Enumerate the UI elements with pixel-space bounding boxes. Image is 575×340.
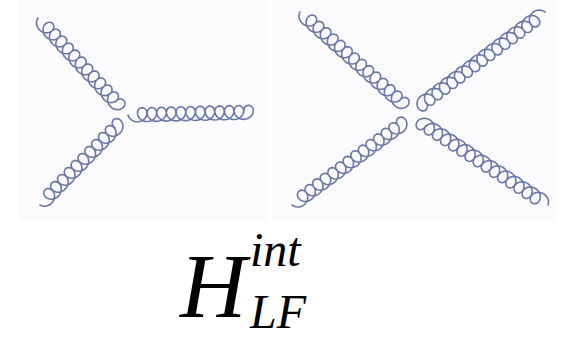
gluon-line bbox=[417, 10, 545, 111]
gluon-line bbox=[40, 119, 123, 207]
superscript: int bbox=[250, 226, 301, 274]
gluon-line bbox=[128, 105, 253, 122]
gluon-line bbox=[416, 118, 548, 205]
panel-ground bbox=[18, 0, 268, 222]
panel-ground bbox=[272, 0, 557, 222]
subscript: LF bbox=[250, 288, 306, 336]
hamiltonian-symbol: H bbox=[180, 240, 246, 332]
gluon-line bbox=[37, 18, 125, 110]
gluon-line bbox=[292, 117, 407, 207]
gluon-line bbox=[299, 12, 409, 108]
